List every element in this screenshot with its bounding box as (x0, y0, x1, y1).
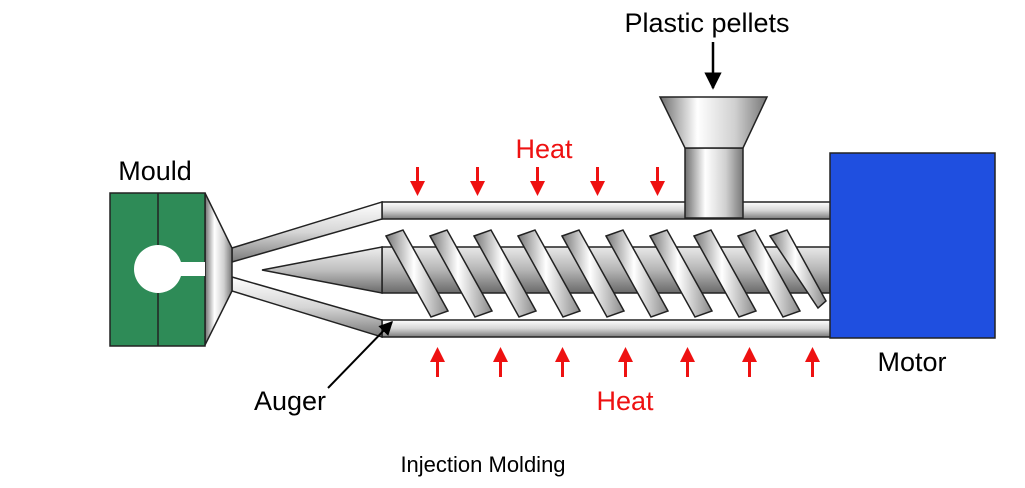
auger-flight (472, 229, 538, 318)
auger-pointer-arrow (327, 320, 393, 389)
auger-flight (604, 229, 670, 318)
mould (109, 192, 206, 347)
label-plastic-pellets: Plastic pellets (624, 8, 789, 38)
auger-flight (692, 229, 758, 318)
auger-flights (384, 229, 827, 318)
auger-flight (736, 229, 802, 318)
heat-arrow-up (430, 347, 445, 377)
label-motor: Motor (877, 347, 946, 377)
heat-arrow-up (493, 347, 508, 377)
barrel-top-wall (381, 201, 833, 220)
auger-flight (384, 229, 450, 318)
heat-arrow-down (410, 167, 425, 196)
barrel-bottom-wall (381, 319, 833, 338)
heat-arrow-down (590, 167, 605, 196)
heat-arrow-up (742, 347, 757, 377)
heat-arrows-bottom (430, 347, 820, 377)
auger-flight (648, 229, 714, 318)
nozzle-flange (204, 192, 233, 346)
mould-cavity (134, 245, 182, 293)
hopper-funnel (658, 96, 769, 149)
heat-arrows-top (410, 167, 665, 196)
label-mould: Mould (118, 156, 192, 186)
heat-arrow-down (650, 167, 665, 196)
label-auger: Auger (254, 386, 326, 416)
heat-arrow-up (618, 347, 633, 377)
hopper-neck (684, 147, 744, 219)
label-heat-bottom: Heat (596, 386, 654, 416)
auger-flight (428, 229, 494, 318)
heat-arrow-up (680, 347, 695, 377)
heat-arrow-up (805, 347, 820, 377)
auger-flight (560, 229, 626, 318)
auger-tip (261, 246, 383, 294)
heat-arrow-down (530, 167, 545, 196)
caption: Injection Molding (400, 452, 565, 477)
auger-flight (768, 229, 827, 310)
heat-arrow-up (555, 347, 570, 377)
label-heat-top: Heat (515, 134, 573, 164)
heat-arrow-down (470, 167, 485, 196)
motor-block (829, 152, 996, 339)
auger-flight (516, 229, 582, 318)
